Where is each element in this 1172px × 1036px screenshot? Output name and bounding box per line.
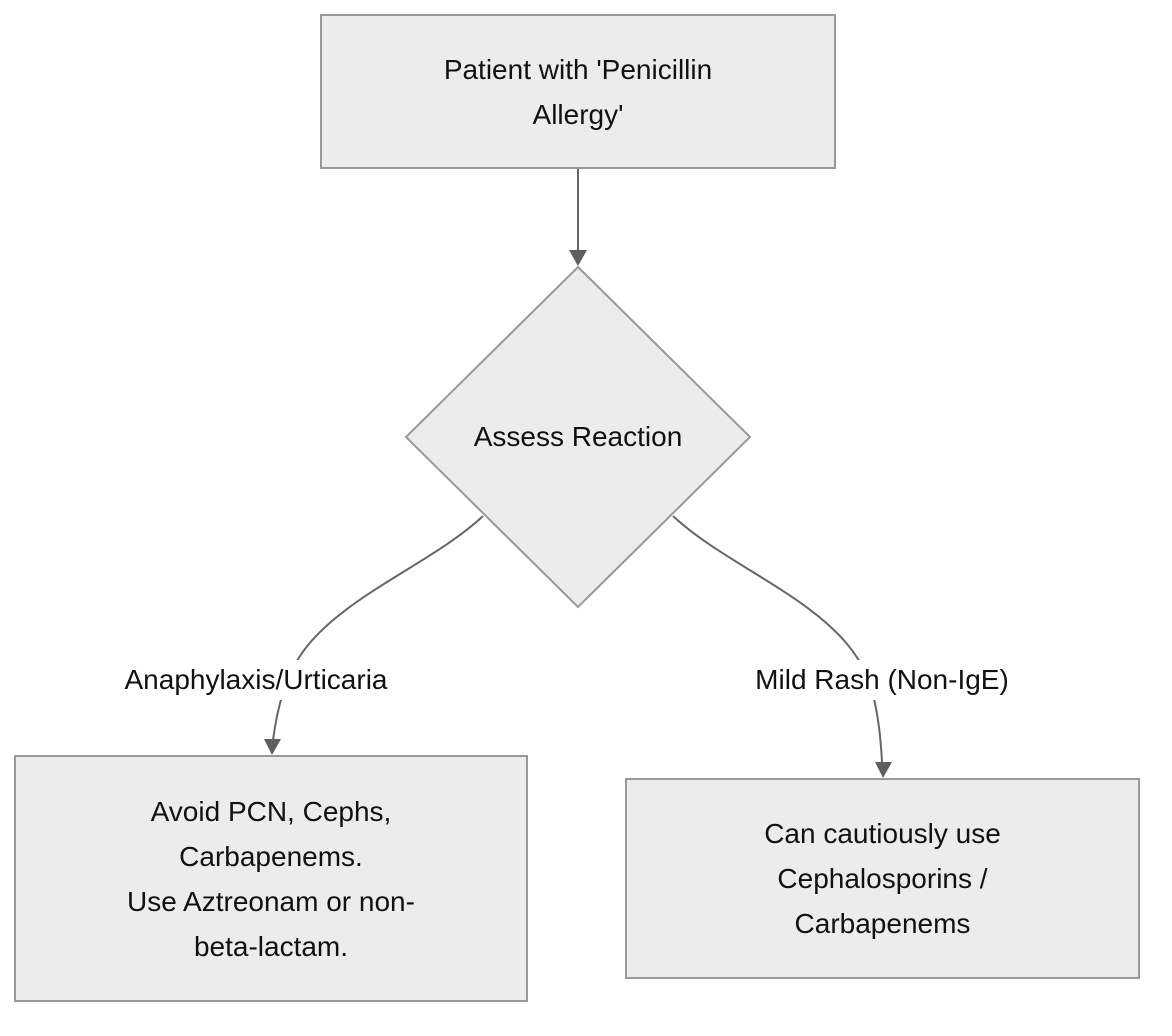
arrowhead-into-decision xyxy=(569,250,587,266)
node-cautious-cephalosporins-outcome: Can cautiously use Cephalosporins / Carb… xyxy=(625,778,1140,979)
arrowhead-into-cautious xyxy=(875,762,892,778)
node-text-line: Patient with 'Penicillin xyxy=(443,53,713,85)
arrowhead-into-avoid xyxy=(264,739,281,755)
node-text-line: Use Aztreonam or non- xyxy=(127,885,415,917)
node-avoid-pcn-outcome: Avoid PCN, Cephs, Carbapenems. Use Aztre… xyxy=(14,755,528,1002)
edge-decision-to-cautious xyxy=(672,515,883,763)
node-patient-penicillin-allergy: Patient with 'Penicillin Allergy' xyxy=(320,14,836,169)
node-text-line: Can cautiously use xyxy=(764,818,1001,849)
node-text: Patient with 'Penicillin Allergy' xyxy=(444,47,712,137)
node-text-line: Avoid PCN, Cephs, xyxy=(150,795,392,827)
node-text-line: Carbapenems. xyxy=(179,840,363,872)
node-text-line: Allergy' xyxy=(532,98,624,130)
node-text-line: beta-lactam. xyxy=(193,930,349,962)
node-assess-reaction-label: Assess Reaction xyxy=(473,421,683,452)
node-text: Avoid PCN, Cephs, Carbapenems. Use Aztre… xyxy=(127,789,415,969)
node-text-line: Carbapenems xyxy=(794,908,971,939)
edge-label-mild-rash-non-ige: Mild Rash (Non-IgE) xyxy=(747,660,1017,700)
edge-decision-to-avoid xyxy=(272,515,484,741)
decision-diamond-shape xyxy=(404,265,752,609)
node-text: Can cautiously use Cephalosporins / Carb… xyxy=(764,811,1001,946)
edge-label-anaphylaxis-urticaria: Anaphylaxis/Urticaria xyxy=(116,660,396,700)
node-text-line: Cephalosporins / xyxy=(777,863,988,894)
